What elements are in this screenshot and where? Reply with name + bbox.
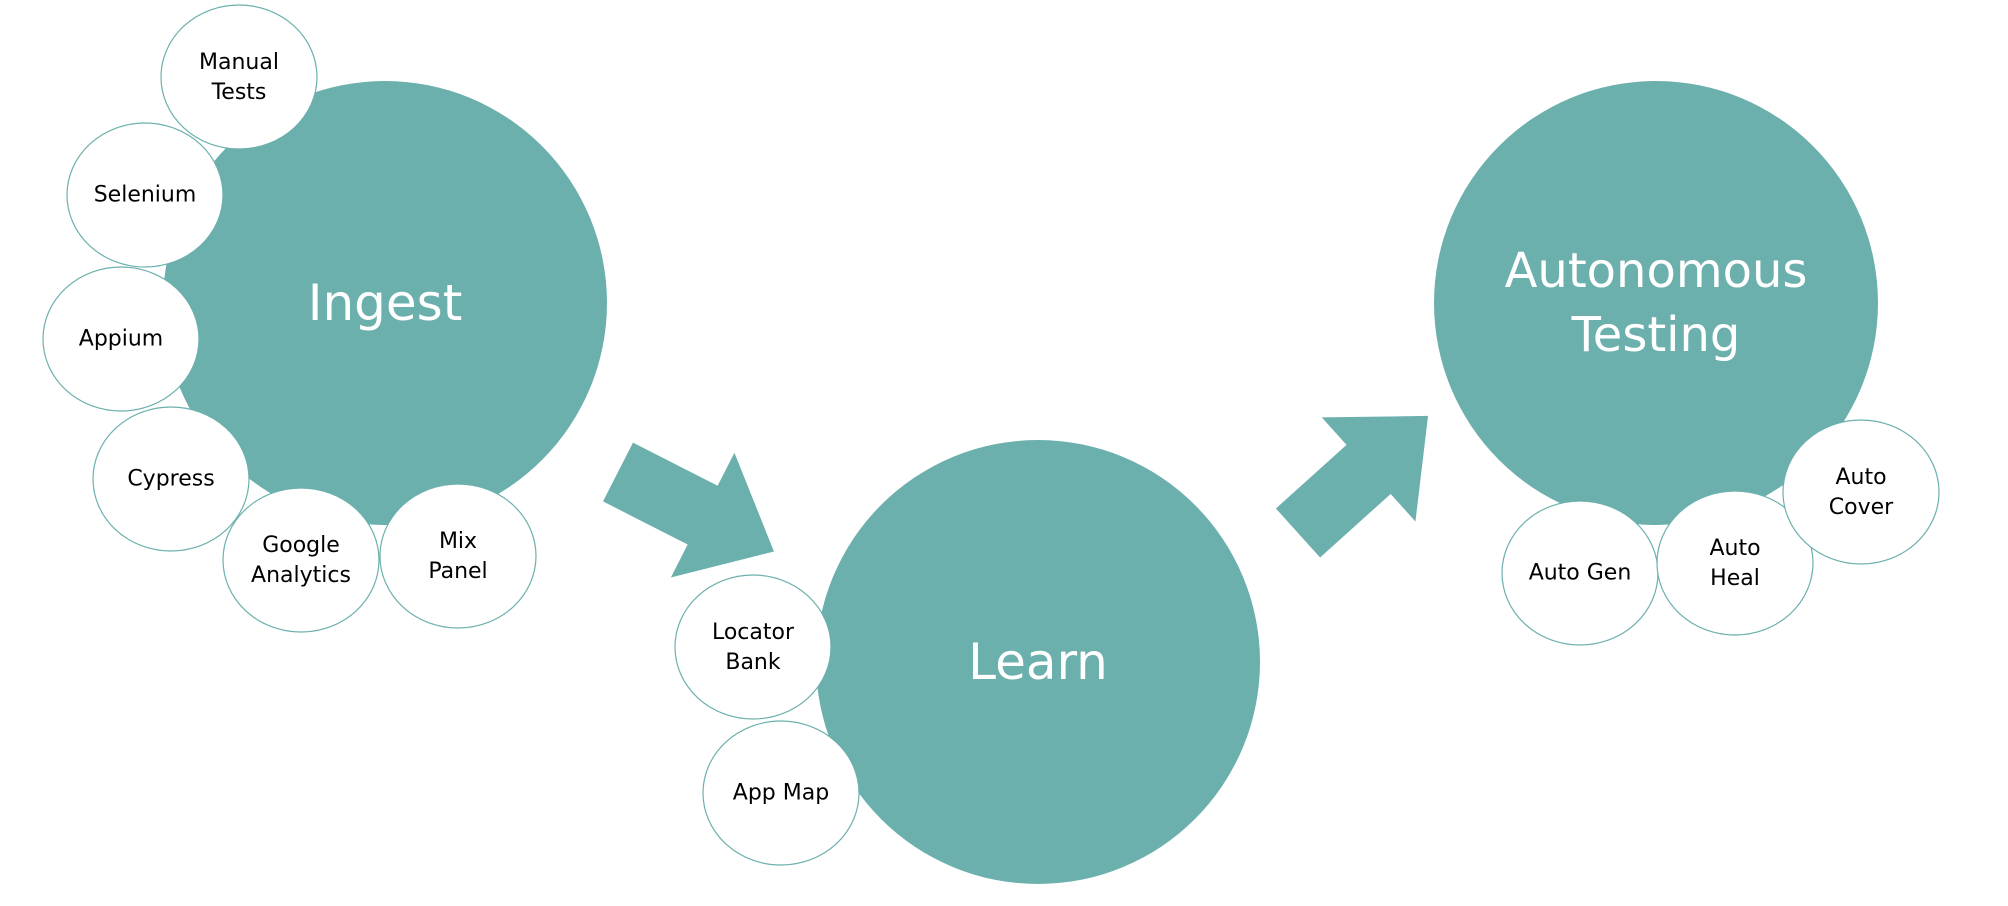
ingest-label: Ingest [308, 274, 463, 332]
satellite-label: Cypress [127, 467, 214, 492]
satellite-circle [42, 266, 200, 412]
satellite-circle [66, 122, 224, 268]
satellite-circle [702, 720, 860, 866]
satellite-circle [379, 483, 537, 629]
satellite-label: Appium [79, 327, 163, 352]
satellite-circle [1656, 490, 1814, 636]
autonomous-testing-circle [1434, 81, 1878, 525]
satellite-circle [160, 4, 318, 150]
satellite-selenium: Selenium [66, 122, 224, 268]
satellite-label: App Map [733, 781, 829, 806]
satellite-circle [1782, 419, 1940, 565]
learn-label: Learn [968, 633, 1108, 691]
satellite-app-map: App Map [702, 720, 860, 866]
satellite-circle [674, 574, 832, 720]
ingest-circle [163, 81, 607, 525]
satellite-circle [222, 487, 380, 633]
arrow-up-right-icon [1275, 415, 1429, 558]
arrow-down-right-icon [603, 442, 774, 578]
satellite-appium: Appium [42, 266, 200, 412]
satellite-auto-gen: Auto Gen [1501, 500, 1659, 646]
satellite-circle [92, 406, 250, 552]
learn-circle [816, 440, 1260, 884]
satellite-label: Selenium [94, 183, 197, 208]
satellite-label: Auto Gen [1529, 561, 1632, 586]
satellite-cypress: Cypress [92, 406, 250, 552]
